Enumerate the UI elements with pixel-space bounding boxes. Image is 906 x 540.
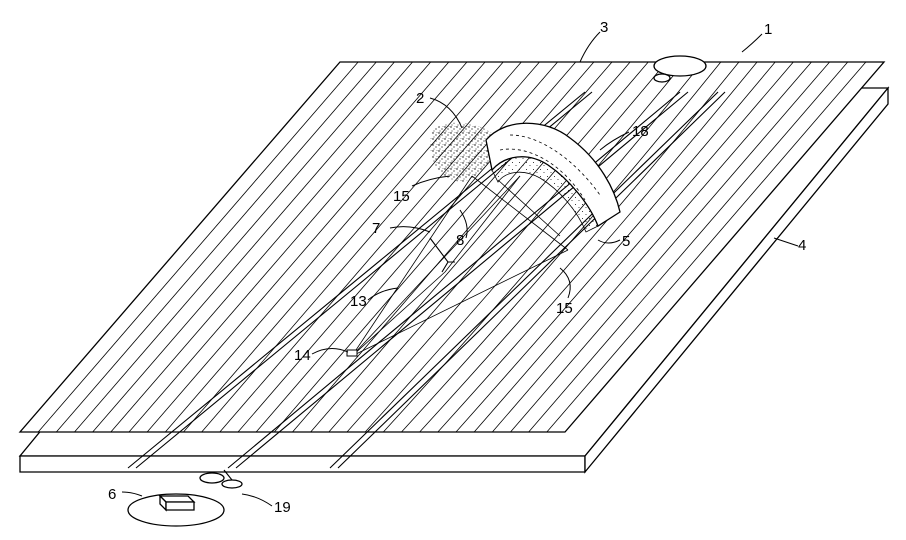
leader-lines bbox=[121, 31, 799, 507]
sheet-line bbox=[128, 61, 450, 433]
top-ellipse-component bbox=[653, 55, 707, 83]
sheet-line bbox=[346, 61, 667, 433]
sheet-line bbox=[437, 61, 758, 433]
sheet-line bbox=[201, 61, 522, 433]
ref-7: 7 bbox=[372, 220, 380, 237]
sheet-line bbox=[455, 61, 776, 433]
ref-15-upper: 15 bbox=[393, 188, 410, 205]
ref-5: 5 bbox=[622, 233, 630, 250]
sheet-line bbox=[183, 61, 504, 433]
sheet-line bbox=[237, 61, 558, 433]
ref-3: 3 bbox=[600, 19, 608, 36]
ref-4: 4 bbox=[798, 237, 806, 254]
ref-13: 13 bbox=[350, 293, 367, 310]
ref-1: 1 bbox=[764, 21, 772, 38]
ref-14: 14 bbox=[294, 347, 311, 364]
ref-18: 18 bbox=[632, 123, 649, 140]
wire-bundle bbox=[351, 175, 569, 357]
upper-sheet bbox=[18, 61, 886, 433]
sheet-line bbox=[546, 61, 867, 433]
device-body bbox=[485, 122, 621, 233]
control-unit-assembly bbox=[127, 469, 243, 527]
sheet-line bbox=[473, 61, 794, 433]
sheet-line bbox=[56, 61, 377, 433]
sheet-line bbox=[364, 61, 685, 433]
ref-2: 2 bbox=[416, 90, 424, 107]
sheet-line bbox=[492, 61, 812, 433]
ref-8: 8 bbox=[456, 232, 464, 249]
ref-15-lower: 15 bbox=[556, 300, 573, 317]
sheet-line bbox=[219, 61, 540, 433]
ref-19: 19 bbox=[274, 499, 291, 516]
sheet-line bbox=[292, 61, 613, 433]
sheet-line bbox=[510, 61, 830, 433]
sheet-line bbox=[274, 61, 595, 433]
sheet-line bbox=[328, 61, 649, 433]
connector-14 bbox=[346, 349, 358, 357]
material-mass bbox=[430, 122, 500, 182]
sheet-line bbox=[74, 61, 395, 433]
sheet-line bbox=[165, 61, 486, 433]
sheet-line bbox=[37, 61, 359, 433]
sheet-line bbox=[146, 61, 468, 433]
sheet-line bbox=[92, 61, 413, 433]
sheet-line bbox=[310, 61, 631, 433]
sheet-line bbox=[383, 61, 703, 433]
reference-labels: 1 2 3 4 5 6 7 8 13 14 15 15 18 19 bbox=[108, 19, 806, 516]
sheet-line bbox=[110, 61, 431, 433]
sheet-line bbox=[255, 61, 577, 433]
ref-6: 6 bbox=[108, 486, 116, 503]
sheet-line bbox=[528, 61, 849, 433]
